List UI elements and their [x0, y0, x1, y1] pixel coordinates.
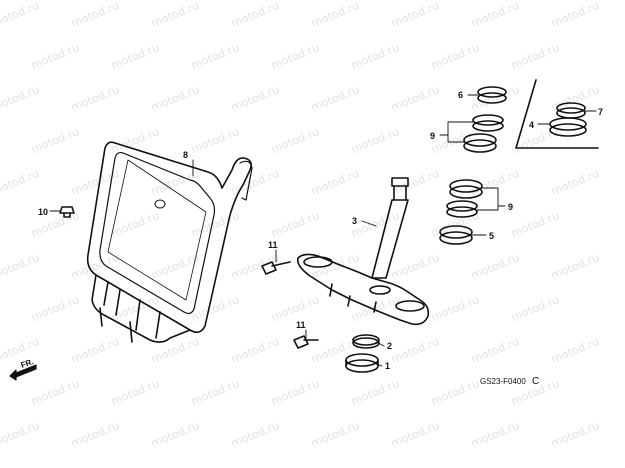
bearing-part-4: [549, 117, 587, 137]
callout-3: 3: [352, 216, 357, 226]
callout-11-lower: 11: [296, 320, 306, 330]
callout-7: 7: [598, 107, 603, 117]
nut-part-7: [556, 102, 586, 119]
steering-stem: [371, 177, 409, 279]
direction-label: FR.: [20, 357, 35, 370]
callout-2: 2: [387, 341, 392, 351]
front-direction-arrow: [9, 364, 37, 381]
dust-seal-part-2: [352, 334, 380, 349]
bottom-bridge: [296, 253, 430, 326]
callout-5: 5: [489, 231, 494, 241]
inset-frame: [515, 79, 599, 149]
callout-9-middle: 9: [508, 202, 513, 212]
callout-11-upper: 11: [268, 240, 278, 250]
callout-8: 8: [183, 150, 188, 160]
bearing-upper-part-9: [463, 114, 504, 153]
callout-10: 10: [38, 207, 48, 217]
callout-4: 4: [529, 120, 534, 130]
callout-1: 1: [385, 361, 390, 371]
bearing-part-5: [439, 225, 473, 245]
leader-lines: [49, 94, 597, 367]
bolt-part-11-lower: [293, 335, 319, 349]
number-plate: [86, 141, 253, 343]
diagram-code-suffix: C: [532, 376, 539, 387]
bolt-part-11-upper: [261, 261, 291, 275]
adjusting-nut-part-6: [477, 86, 507, 104]
bearing-middle-part-9: [446, 179, 483, 218]
callout-9-upper: 9: [430, 131, 435, 141]
callout-6: 6: [458, 90, 463, 100]
diagram-code: GS23-F0400: [480, 377, 526, 386]
bolt-part-10: [59, 206, 75, 218]
bearing-part-1: [345, 353, 379, 373]
